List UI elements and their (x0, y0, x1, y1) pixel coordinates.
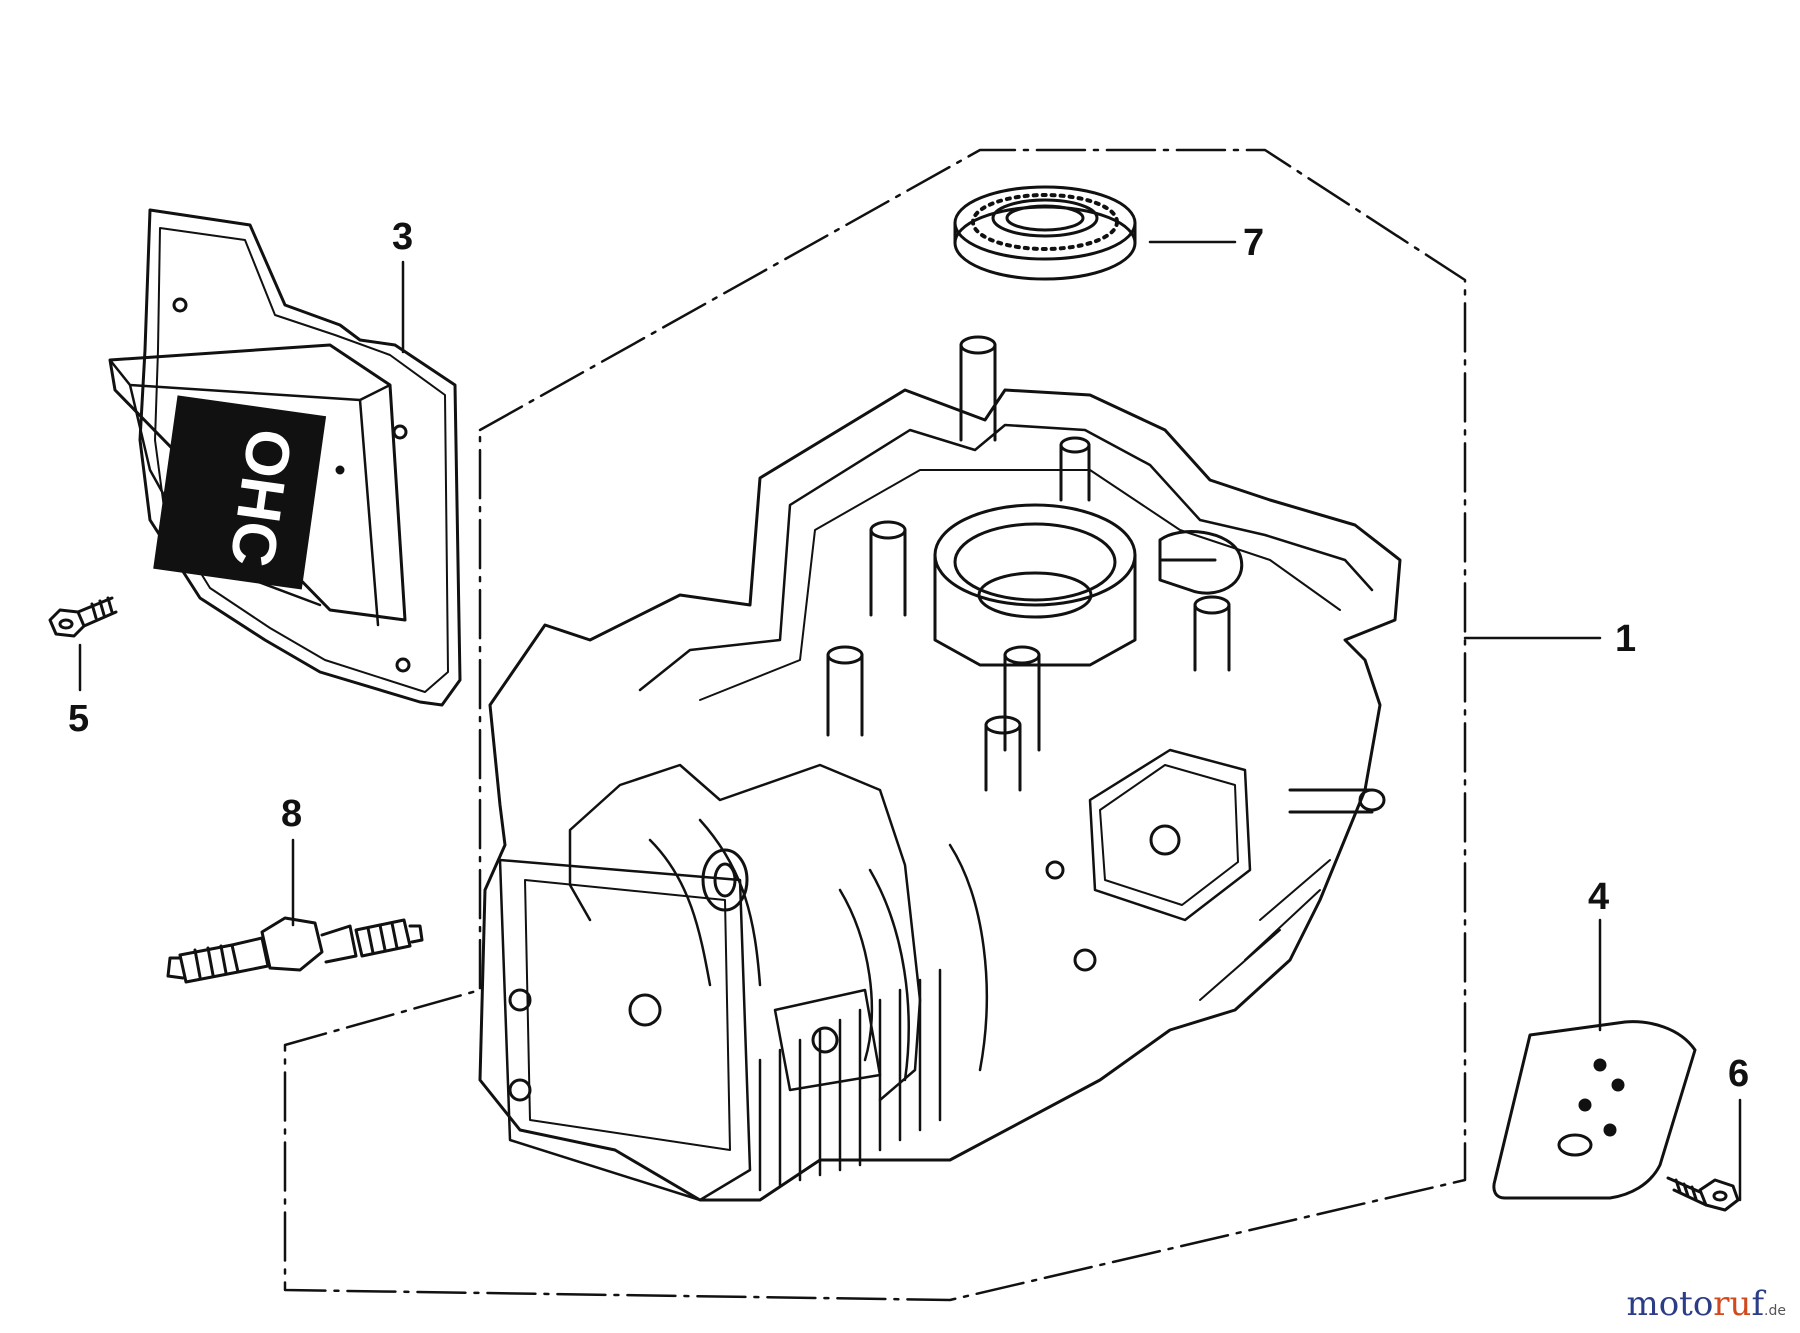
bolt-5 (48, 596, 118, 638)
callout-4: 4 (1588, 876, 1610, 918)
spark-plug (166, 916, 424, 984)
callout-1: 1 (1615, 618, 1637, 660)
bolt-6 (1666, 1176, 1740, 1212)
oil-seal (953, 185, 1137, 281)
callout-3: 3 (392, 216, 414, 258)
watermark-logo: motoruf.de (1626, 1284, 1786, 1324)
crankcase-posts (826, 335, 1386, 814)
assembly-boundary (283, 148, 1467, 1302)
gasket (1492, 1020, 1697, 1200)
callout-8: 8 (281, 793, 303, 835)
leader-lines (78, 240, 1742, 1202)
short-block (478, 335, 1402, 1202)
valve-cover (108, 208, 462, 707)
callout-6: 6 (1728, 1053, 1750, 1095)
callout-5: 5 (68, 698, 90, 740)
callout-7: 7 (1243, 222, 1265, 264)
